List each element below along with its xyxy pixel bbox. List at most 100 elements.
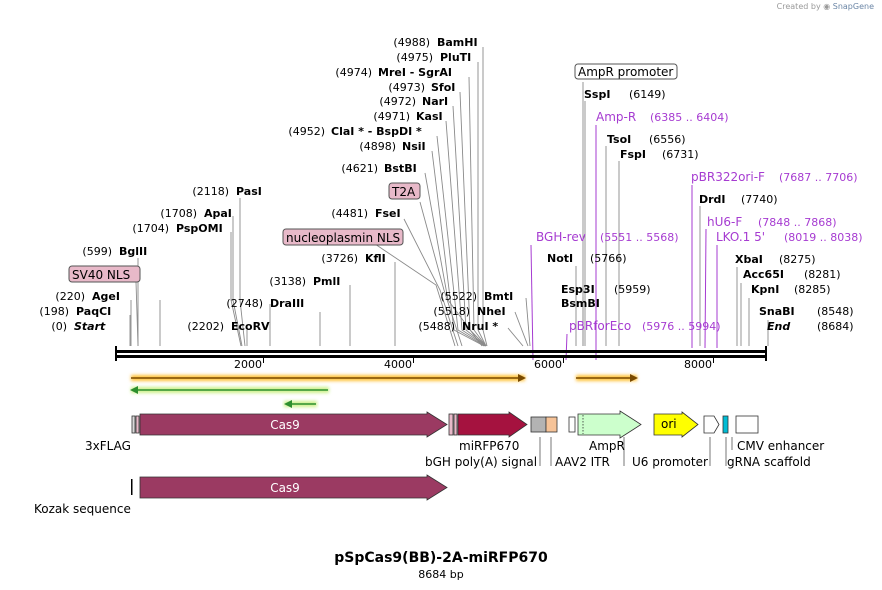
site-label[interactable]: (4952)ClaI * - BspDI * — [288, 125, 422, 138]
svg-text:NruI *: NruI * — [462, 320, 498, 333]
ruler-label: 4000 — [384, 358, 412, 371]
svg-text:(6731): (6731) — [662, 148, 699, 161]
site-label[interactable]: (7740)DrdI — [699, 193, 778, 206]
primer-label[interactable]: BGH-rev(5551 .. 5568) — [536, 230, 679, 244]
svg-text:(5959): (5959) — [614, 283, 651, 296]
site-label[interactable]: (0)Start — [51, 320, 106, 333]
feature-name: Kozak sequence — [34, 502, 131, 516]
site-label[interactable]: (4974)MreI - SgrAI — [335, 66, 452, 79]
site-label[interactable]: (5766)NotI — [547, 252, 627, 265]
svg-text:(8285): (8285) — [794, 283, 831, 296]
svg-text:NsiI: NsiI — [402, 140, 426, 153]
site-label[interactable]: (4971)KasI — [373, 110, 442, 123]
feature-name: gRNA scaffold — [727, 455, 811, 469]
svg-text:(4952): (4952) — [288, 125, 325, 138]
backbone-strand-bottom — [115, 355, 767, 358]
svg-text:Amp-R: Amp-R — [596, 110, 636, 124]
site-label[interactable]: (1704)PspOMI — [132, 222, 222, 235]
site-label[interactable]: (6731)FspI — [620, 148, 699, 161]
feature-label-cas9: Cas9 — [270, 481, 300, 495]
site-label[interactable]: (1708)ApaI — [160, 207, 231, 220]
feature-ori[interactable] — [653, 411, 699, 438]
snapgene-credit: Created by ◉ SnapGene — [777, 2, 874, 11]
feature-names: 3xFLAG miRFP670 bGH poly(A) signal AmpR … — [34, 439, 824, 516]
site-label[interactable]: (4988)BamHI — [393, 36, 477, 49]
credit-prefix: Created by — [776, 2, 821, 11]
feature-cas9-lower[interactable] — [139, 474, 448, 501]
site-label[interactable]: (4973)SfoI — [388, 81, 455, 94]
site-label[interactable]: (6556)TsoI — [607, 133, 686, 146]
svg-text:(3726): (3726) — [321, 252, 358, 265]
sv40-nls-label[interactable]: SV40 NLS — [72, 268, 130, 282]
feature-name: 3xFLAG — [85, 439, 131, 453]
site-label[interactable]: (8281)Acc65I — [743, 268, 841, 281]
svg-text:(2748): (2748) — [226, 297, 263, 310]
svg-text:LKO.1 5': LKO.1 5' — [716, 230, 765, 244]
site-label[interactable]: (5518)NheI — [433, 305, 505, 318]
site-label[interactable]: (8275)XbaI — [735, 253, 816, 266]
site-label[interactable]: (8548)SnaBI — [759, 305, 854, 318]
site-label[interactable]: (5488)NruI * — [418, 320, 498, 333]
feature-cas9[interactable] — [139, 411, 448, 438]
site-label[interactable]: (198)PaqCI — [39, 305, 111, 318]
site-label[interactable]: (2748)DraIII — [226, 297, 304, 310]
site-label[interactable]: (8285)KpnI — [751, 283, 831, 296]
site-label[interactable]: (3726)KflI — [321, 252, 385, 265]
svg-text:Esp3I: Esp3I — [561, 283, 595, 296]
site-label[interactable]: (4975)PluTI — [396, 51, 471, 64]
orf-arrowhead — [284, 400, 292, 408]
primer-label[interactable]: hU6-F(7848 .. 7868) — [707, 215, 837, 229]
feature-cmv-enhancer[interactable] — [735, 415, 759, 434]
site-label[interactable]: (4972) NarI — [379, 95, 448, 108]
primers: Amp-R(6385 .. 6404) pBR322ori-F(7687 .. … — [536, 110, 863, 333]
primer-label[interactable]: Amp-R(6385 .. 6404) — [596, 110, 729, 124]
feature-3xflag[interactable] — [131, 415, 136, 434]
t2a-label[interactable]: T2A — [391, 185, 416, 199]
site-label[interactable]: (6149)SspI — [584, 88, 666, 101]
site-label[interactable]: BsmBI — [561, 297, 600, 310]
site-label[interactable]: (220)AgeI — [55, 290, 120, 303]
feature-mirfp670[interactable] — [457, 411, 528, 438]
svg-text:BsmBI: BsmBI — [561, 297, 600, 310]
feature-name: miRFP670 — [459, 439, 519, 453]
feature-sv40-nls[interactable] — [135, 415, 140, 434]
ampr-promoter-label[interactable]: AmpR promoter — [578, 65, 673, 79]
plasmid-title: pSpCas9(BB)-2A-miRFP670 — [334, 550, 548, 566]
site-label[interactable]: (2202)EcoRV — [187, 320, 270, 333]
feature-nucleoplasmin-nls[interactable] — [448, 413, 454, 436]
plasmid-linear-map: 2000 4000 6000 8000 (4988)BamHI (4975)Pl… — [34, 36, 863, 516]
primer-label[interactable]: LKO.1 5'(8019 .. 8038) — [716, 230, 863, 244]
svg-text:PluTI: PluTI — [440, 51, 471, 64]
svg-text:AgeI: AgeI — [92, 290, 120, 303]
svg-text:NheI: NheI — [477, 305, 506, 318]
primer-label[interactable]: pBRforEco(5976 .. 5994) — [569, 319, 721, 333]
site-label[interactable]: (4621)BstBI — [341, 162, 416, 175]
feature-kozak[interactable] — [131, 479, 133, 495]
site-label[interactable]: (8684)End — [767, 320, 854, 333]
site-label[interactable]: (5522)BmtI — [440, 290, 513, 303]
site-label[interactable]: (4898)NsiI — [359, 140, 425, 153]
feature-ampr-promoter[interactable] — [568, 416, 576, 433]
primer-label[interactable]: pBR322ori-F(7687 .. 7706) — [691, 170, 858, 184]
feature-t2a[interactable] — [453, 413, 458, 436]
ruler-tick — [563, 358, 564, 363]
svg-text:ApaI: ApaI — [204, 207, 232, 220]
backbone-strand-top — [115, 350, 767, 353]
site-label[interactable]: (2118)PasI — [192, 185, 261, 198]
feature-ampr[interactable] — [577, 410, 642, 439]
feature-aav2-itr[interactable] — [545, 416, 558, 433]
svg-text:NotI: NotI — [547, 252, 573, 265]
feature-label-ticks — [539, 437, 733, 466]
feature-grna-scaffold[interactable] — [722, 415, 729, 434]
svg-text:SspI: SspI — [584, 88, 610, 101]
feature-bgh-polya[interactable] — [530, 416, 547, 433]
site-label[interactable]: (3138)PmlI — [269, 275, 340, 288]
svg-text:(4972): (4972) — [379, 95, 416, 108]
site-label[interactable]: (4481)FseI — [331, 207, 400, 220]
nucleoplasmin-nls-label[interactable]: nucleoplasmin NLS — [286, 231, 400, 245]
feature-label-cas9: Cas9 — [270, 418, 300, 432]
svg-text:NarI: NarI — [422, 95, 448, 108]
site-label[interactable]: (599)BglII — [82, 245, 147, 258]
site-label[interactable]: (5959) Esp3I — [561, 283, 651, 296]
feature-u6-promoter[interactable] — [703, 415, 720, 434]
